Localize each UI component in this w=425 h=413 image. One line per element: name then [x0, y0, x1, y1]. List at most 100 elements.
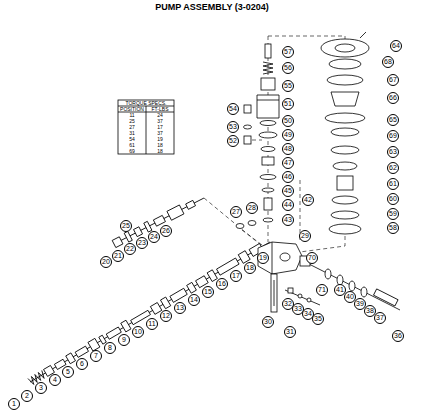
upper-left-valve-chain [114, 198, 204, 244]
callout-number: 19 [257, 252, 269, 264]
callout-number: 6 [76, 358, 88, 370]
upper-left-valve-chain [124, 231, 132, 242]
table-cell: 11 [118, 112, 146, 118]
callout-number: 26 [160, 225, 172, 237]
right-cover-stack [325, 113, 365, 123]
right-cover-stack [331, 128, 359, 136]
lower-right-bolt-chain [325, 269, 331, 279]
callout-number: 10 [132, 326, 144, 338]
table-cell: 37 [146, 130, 174, 136]
callout-number: 29 [299, 230, 311, 242]
vertical-unloader-stack [264, 198, 272, 210]
callout-number: 54 [227, 103, 239, 115]
vertical-unloader-stack [257, 95, 279, 118]
table-cell: 69 [118, 148, 146, 154]
callout-number: 41 [334, 284, 346, 296]
callout-number: 62 [387, 162, 399, 174]
callout-number: 43 [282, 214, 294, 226]
upper-left-valve-chain [112, 194, 206, 249]
callout-number: 61 [387, 178, 399, 190]
right-cover-stack [331, 211, 359, 219]
callout-number: 67 [387, 74, 399, 86]
callout-number: 51 [282, 98, 294, 110]
pump-head [272, 242, 273, 274]
plug-parts [244, 136, 251, 144]
callout-number: 13 [174, 302, 186, 314]
right-cover-stack [331, 92, 359, 106]
table-cell: 61 [118, 142, 146, 148]
callout-number: 17 [230, 270, 242, 282]
plug-parts [244, 105, 252, 144]
callout-number: 45 [282, 185, 294, 197]
callout-number: 64 [390, 40, 402, 52]
small-seal-parts [236, 221, 256, 229]
dashed-assembly-line [204, 36, 345, 252]
vertical-unloader-stack [257, 100, 279, 101]
left-plunger-chain [170, 288, 187, 302]
right-cover-stack [360, 32, 366, 38]
vertical-unloader-stack [263, 218, 273, 222]
callout-number: 27 [230, 206, 242, 218]
left-plunger-chain [187, 282, 197, 293]
vertical-unloader-stack [260, 121, 276, 126]
vertical-unloader-stack [260, 175, 276, 180]
callout-number: 66 [387, 92, 399, 104]
right-cover-stack [331, 146, 359, 154]
callout-number: 57 [282, 46, 294, 58]
callout-number: 21 [112, 250, 124, 262]
callout-number: 3 [35, 382, 47, 394]
table-cell: 24 [146, 112, 174, 118]
callout-number: 23 [136, 237, 148, 249]
pump-head [280, 253, 290, 261]
right-cover-stack [327, 75, 363, 85]
lower-right-bolt-chain [373, 289, 398, 306]
table-cell: 37 [146, 118, 174, 124]
vertical-unloader-stack [262, 157, 274, 165]
callout-number: 55 [282, 80, 294, 92]
callout-number: 30 [262, 316, 274, 328]
callout-number: 70 [306, 252, 318, 264]
torque-table-grid [146, 106, 147, 154]
table-cell: 25 [118, 118, 146, 124]
torque-table-grid [118, 100, 174, 154]
right-cover-stack [321, 32, 369, 234]
torque-table-grid [118, 100, 174, 154]
callout-number: 42 [302, 194, 314, 206]
right-cover-stack [337, 176, 353, 190]
left-plunger-chain [207, 270, 217, 282]
callout-number: 1 [8, 398, 20, 410]
right-cover-stack [335, 44, 355, 52]
right-cover-stack [333, 162, 357, 170]
small-screw-parts [298, 294, 302, 298]
right-cover-stack [332, 196, 358, 204]
dashed-assembly-line [252, 140, 262, 141]
table-cell: 17 [146, 124, 174, 130]
callout-number: 8 [104, 342, 116, 354]
left-plunger-chain [27, 238, 272, 387]
vertical-unloader-stack [261, 78, 275, 90]
table-cell: 18 [146, 142, 174, 148]
lower-right-bolt-chain [349, 281, 355, 291]
callout-number: 63 [387, 146, 399, 158]
small-screw-parts [288, 288, 293, 293]
callout-number: 11 [146, 318, 158, 330]
vertical-unloader-stack [262, 188, 274, 192]
callout-number: 46 [282, 171, 294, 183]
small-screw-parts [307, 298, 311, 302]
callout-number: 69 [387, 130, 399, 142]
vertical-unloader-stack [261, 147, 275, 152]
lower-right-bolt-chain [305, 262, 400, 310]
callout-number: 31 [284, 326, 296, 338]
diagram-title: PUMP ASSEMBLY (3-0204) [155, 2, 269, 13]
vertical-unloader-stack [265, 44, 271, 58]
callout-number: 15 [202, 286, 214, 298]
vertical-unloader-stack [263, 62, 273, 74]
callout-number: 59 [387, 208, 399, 220]
upper-left-valve-chain [134, 227, 143, 237]
callout-number: 24 [148, 231, 160, 243]
callout-number: 56 [282, 62, 294, 74]
table-cell: 31 [118, 130, 146, 136]
callout-number: 22 [124, 243, 136, 255]
table-cell: FT-LBS [146, 106, 174, 112]
callout-number: 12 [160, 310, 172, 322]
